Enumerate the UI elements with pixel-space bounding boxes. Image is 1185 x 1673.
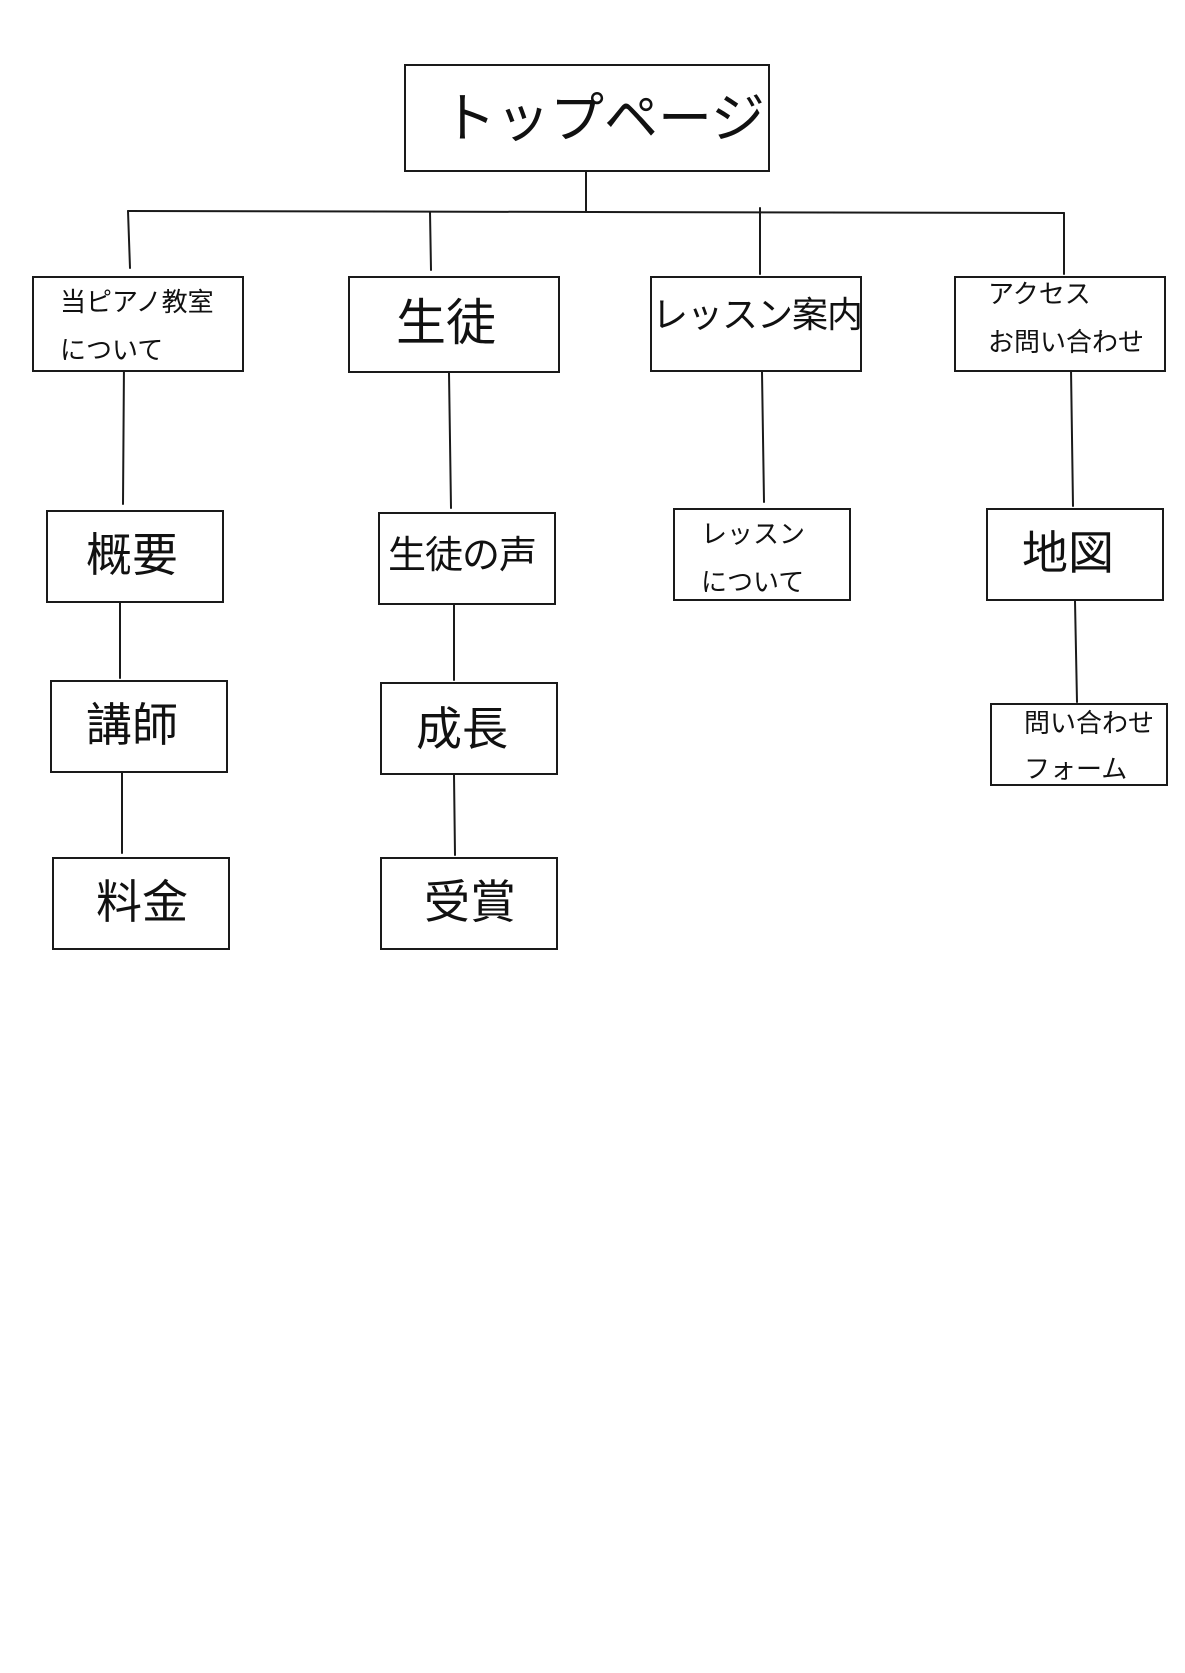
node-map: 地図	[986, 508, 1164, 601]
node-about-lessons-label-line1: レッスン	[701, 520, 806, 550]
node-awards: 受賞	[380, 857, 558, 950]
node-lesson-guide-label: レッスン案内	[652, 295, 863, 336]
node-about-lessons-label-line2: について	[701, 568, 805, 598]
node-students-label: 生徒	[396, 294, 496, 352]
node-top-page: トップページ	[404, 64, 770, 172]
connector-growth-awards	[453, 774, 456, 856]
node-student-voices-label: 生徒の声	[388, 533, 537, 577]
node-about-lessons: レッスン について	[673, 508, 851, 601]
node-overview-label: 概要	[86, 528, 178, 582]
node-access-contact-label-line1: アクセス	[988, 280, 1091, 310]
node-awards-label: 受賞	[424, 875, 516, 929]
node-about-school-label-line2: について	[60, 336, 164, 366]
node-about-school-label-line1: 当ピアノ教室	[60, 288, 214, 318]
node-growth-label: 成長	[416, 702, 508, 756]
connector-lessons-about	[761, 371, 765, 503]
node-contact-form: 問い合わせ フォーム	[990, 703, 1168, 786]
node-teacher-label: 講師	[86, 698, 178, 752]
node-about-school: 当ピアノ教室 について	[32, 276, 244, 372]
node-access-contact-label-line2: お問い合わせ	[988, 328, 1145, 358]
node-access-contact: アクセス お問い合わせ	[954, 276, 1166, 372]
node-map-label: 地図	[1022, 526, 1114, 580]
node-contact-form-label-line1: 問い合わせ	[1024, 709, 1155, 739]
connector-access-map	[1070, 368, 1074, 507]
connector-about-overview	[122, 361, 125, 505]
connector-map-form	[1074, 600, 1078, 703]
node-teacher: 講師	[50, 680, 228, 773]
connector-bus	[127, 210, 1065, 214]
node-student-voices: 生徒の声	[378, 512, 556, 605]
connector-drop-about	[127, 210, 131, 269]
node-contact-form-label-line2: フォーム	[1024, 755, 1128, 785]
node-overview: 概要	[46, 510, 224, 603]
node-top-page-label: トップページ	[442, 87, 765, 150]
node-lesson-guide: レッスン案内	[650, 276, 863, 372]
connector-students-voices	[448, 372, 452, 509]
connector-drop-students	[429, 211, 432, 271]
node-growth: 成長	[380, 682, 558, 775]
node-students: 生徒	[348, 276, 560, 373]
node-fee-label: 料金	[96, 875, 188, 929]
node-fee: 料金	[52, 857, 230, 950]
